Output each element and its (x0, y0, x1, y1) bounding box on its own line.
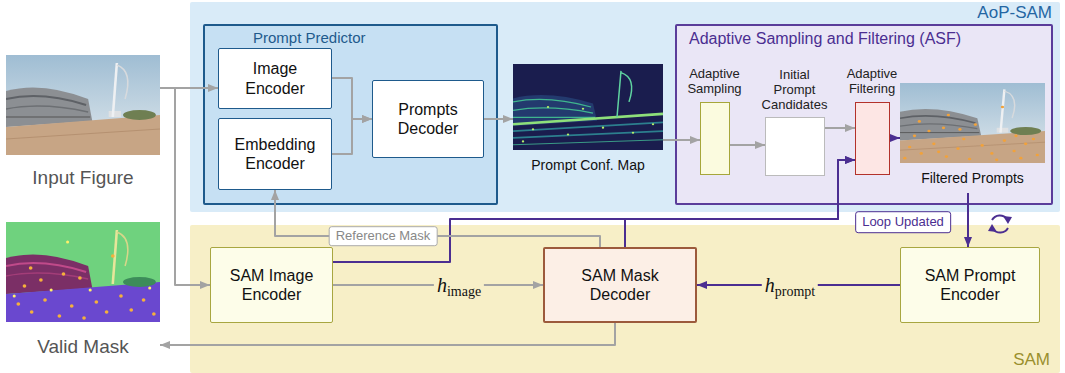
connector (333, 160, 855, 262)
process-box: SAM Prompt Encoder (900, 247, 1040, 323)
panel-title: Adaptive Sampling and Filtering (ASF) (689, 29, 961, 48)
connector (730, 144, 765, 146)
box-label: SAM Prompt Encoder (910, 266, 1030, 304)
box-label: Adaptive Filtering (840, 67, 904, 97)
connector (890, 137, 900, 139)
connector (663, 139, 700, 141)
box-label: SAM Image Encoder (219, 266, 325, 304)
connector (275, 190, 600, 247)
caption: Prompt Conf. Map (513, 157, 663, 174)
stage-bar: Adaptive Filtering (855, 102, 890, 175)
candidate-box: Initial Prompt Candidates (765, 117, 825, 176)
edge-label: himage (434, 274, 484, 296)
mask-image: Valid Mask (6, 222, 160, 365)
edge-label: Reference Mask (329, 226, 438, 246)
box-label: Image Encoder (233, 59, 317, 97)
symbol-subscript: prompt (775, 284, 815, 299)
connector (967, 193, 969, 247)
module-panel: Adaptive SamplingInitial Prompt Candidat… (675, 24, 1053, 205)
loop-symbol (988, 215, 1012, 232)
process-box: Embedding Encoder (218, 118, 332, 190)
process-box: SAM Mask Decoder (543, 247, 697, 323)
connector (825, 127, 855, 129)
photo-content (6, 222, 160, 322)
photo-content (900, 83, 1045, 163)
connector (160, 88, 210, 285)
input-image: Input Figure (6, 55, 160, 192)
box-label: SAM Mask Decoder (565, 266, 675, 304)
photo (6, 222, 160, 322)
connector (484, 118, 513, 120)
symbol-subscript: image (447, 284, 481, 299)
photo (900, 83, 1045, 163)
connector (332, 78, 372, 119)
box-label: Initial Prompt Candidates (760, 68, 830, 113)
connector (625, 160, 855, 247)
caption: Input Figure (6, 167, 160, 190)
panel-title: Prompt Predictor (253, 29, 366, 47)
process-box: SAM Image Encoder (210, 247, 333, 323)
system-region: Image EncoderEmbedding Encoder Prompts De… (190, 2, 1060, 212)
photo-content (513, 64, 663, 150)
caption: Filtered Prompts (900, 170, 1045, 187)
stage-bar: Adaptive Sampling (700, 102, 730, 175)
process-box: Prompts Decoder (372, 80, 484, 158)
photo (513, 64, 663, 150)
panel-title: SAM (1013, 350, 1050, 370)
process-box: Image Encoder (218, 48, 332, 109)
symbol-letter: h (765, 274, 775, 296)
connector (332, 119, 372, 154)
edge-label: Loop Updated (855, 211, 951, 233)
confidence-map: Prompt Conf. Map (513, 64, 663, 176)
model-band: SAM Image Encoder SAM Mask Decoder SAM Pro… (190, 225, 1060, 373)
module-panel: Image EncoderEmbedding Encoder Prompts De… (203, 24, 498, 205)
photo-content (6, 55, 160, 155)
edge-label: hprompt (762, 274, 818, 296)
connector (160, 323, 615, 345)
symbol-letter: h (437, 274, 447, 296)
box-label: Embedding Encoder (233, 135, 317, 173)
caption: Valid Mask (6, 336, 160, 359)
panel-title: AoP-SAM (977, 3, 1052, 23)
box-label: Adaptive Sampling (683, 67, 747, 97)
filtered-image: Filtered Prompts (900, 83, 1045, 193)
box-label: Prompts Decoder (386, 100, 470, 138)
photo (6, 55, 160, 155)
connector-group (160, 78, 968, 345)
